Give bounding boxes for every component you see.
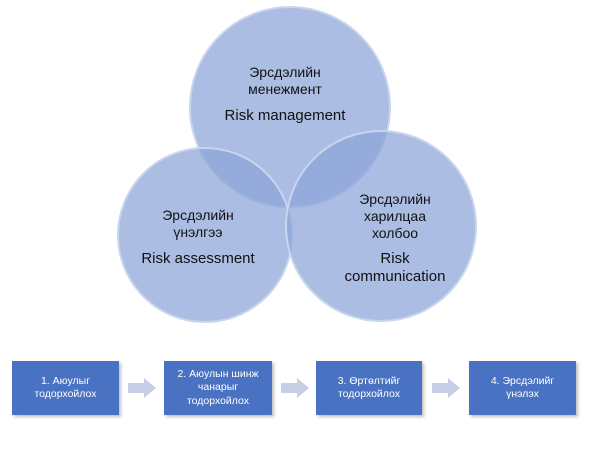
circle-mn-line: Эрсдэлийн <box>249 64 321 80</box>
circle-en-line: Risk <box>380 250 410 268</box>
circle-mn-line: менежмент <box>248 80 322 97</box>
circle-label-risk-management: Эрсдэлийн менежмент Risk management <box>205 64 365 125</box>
venn-diagram <box>117 6 477 323</box>
circle-mn-line: үнэлгээ <box>173 223 223 240</box>
circle-mn-line: холбоо <box>371 224 419 241</box>
right-arrow-icon <box>128 378 156 398</box>
circle-mn-line: Эрсдэлийн <box>359 191 431 207</box>
circle-mn-line: Эрсдэлийн <box>162 207 234 223</box>
process-step-3: 3. Өртөлтийг тодорхойлох <box>316 361 422 415</box>
step-text-line: 3. Өртөлтийг <box>337 374 401 387</box>
step-text-line: тодорхойлох <box>34 388 97 400</box>
circle-label-risk-communication: Эрсдэлийн харилцаа холбоо Risk communica… <box>315 191 475 286</box>
step-text-line: үнэлэх <box>506 388 539 400</box>
circle-mn-line: харилцаа <box>364 207 426 224</box>
circle-en-line: communication <box>344 268 446 286</box>
circle-en-line: Risk management <box>224 106 346 124</box>
step-text-line: чанарыг <box>197 381 239 394</box>
step-text-line: 4. Эрсдэлийг <box>490 374 555 387</box>
step-text-line: тодорхойлох <box>337 388 401 400</box>
step-text-line: 2. Аюулын шинж <box>177 368 259 381</box>
right-arrow-icon <box>281 378 309 398</box>
process-step-2: 2. Аюулын шинж чанарыг тодорхойлох <box>164 361 272 415</box>
process-step-4: 4. Эрсдэлийг үнэлэх <box>469 361 576 415</box>
step-text-line: тодорхойлох <box>186 394 250 407</box>
process-step-1: 1. Аюулыг тодорхойлох <box>12 361 119 415</box>
step-text-line: 1. Аюулыг <box>40 374 91 387</box>
circle-en-line: Risk assessment <box>141 249 255 267</box>
circle-risk-communication <box>285 130 477 322</box>
right-arrow-icon <box>432 378 460 398</box>
circle-label-risk-assessment: Эрсдэлийн үнэлгээ Risk assessment <box>118 207 278 268</box>
